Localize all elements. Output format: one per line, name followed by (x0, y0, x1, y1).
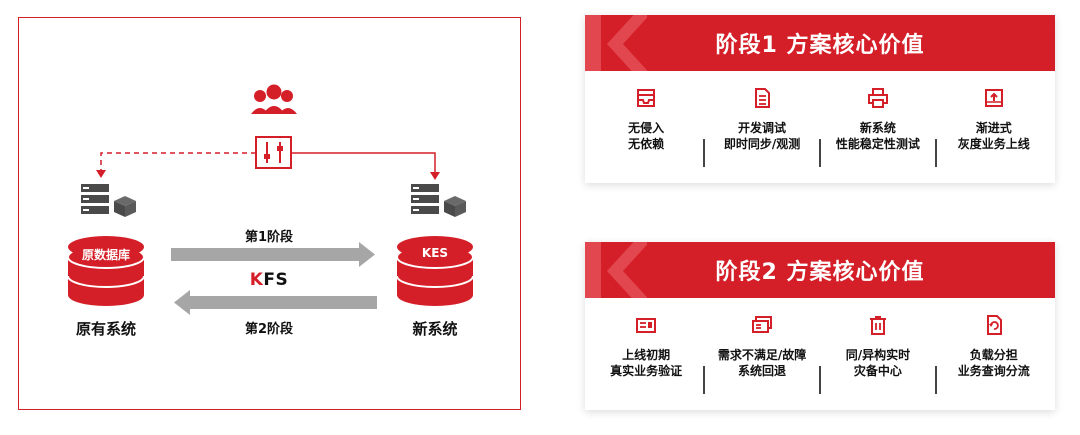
divider (935, 366, 937, 394)
item-line2: 灰度业务上线 (957, 137, 1030, 151)
item-line1: 渐进式 (975, 121, 1012, 135)
value-items: 无侵入 无依赖 开发调试 即时同步/观测 (585, 71, 1055, 181)
sync-control-icon (255, 136, 292, 169)
stage2-label: 第2阶段 (244, 322, 294, 337)
item-line1: 需求不满足/故障 (717, 348, 807, 362)
stage2-arrow (174, 290, 377, 315)
item-line2: 即时同步/观测 (723, 137, 801, 151)
panel-title: 阶段2 方案核心价值 (715, 260, 925, 285)
dashed-connector (96, 152, 256, 178)
diagram-graphics (67, 84, 474, 315)
new-server-icon (411, 184, 466, 217)
old-system-name: 原有系统 (75, 320, 136, 338)
item-line1: 同/异构实时 (845, 348, 911, 362)
old-db-label: 原数据库 (81, 248, 130, 262)
value-item: 无侵入 无依赖 (589, 87, 703, 152)
new-db-label: KES (421, 246, 449, 260)
divider (819, 366, 821, 394)
item-line1: 无侵入 (628, 121, 665, 135)
item-line1: 上线初期 (622, 348, 671, 362)
value-item: 同/异构实时 灾备中心 (821, 314, 935, 379)
new-database-icon (396, 236, 474, 306)
old-database-icon (67, 236, 145, 306)
value-items: 上线初期 真实业务验证 需求不满足/故障 系统回退 (585, 298, 1055, 408)
stage1-label: 第1阶段 (244, 230, 294, 245)
item-line1: 新系统 (859, 121, 896, 135)
value-item: 新系统 性能稳定性测试 (821, 87, 935, 152)
divider (935, 139, 937, 167)
value-item: 需求不满足/故障 系统回退 (705, 314, 819, 379)
item-line1: 负载分担 (969, 348, 1018, 362)
panel-title: 阶段1 方案核心价值 (715, 33, 925, 58)
item-line2: 性能稳定性测试 (835, 137, 920, 151)
kfs-k: K (249, 270, 264, 290)
cards-icon (752, 316, 773, 333)
k-chevron-icon (585, 15, 647, 71)
divider (703, 366, 705, 394)
value-item: 上线初期 真实业务验证 (589, 314, 703, 379)
value-item: 开发调试 即时同步/观测 (705, 87, 819, 152)
item-line2: 业务查询分流 (957, 364, 1030, 378)
item-line2: 系统回退 (738, 364, 787, 378)
inbox-icon (637, 89, 656, 107)
item-line1: 开发调试 (738, 121, 787, 135)
divider (703, 139, 705, 167)
kfs-logo: KFS (234, 270, 304, 290)
divider (819, 139, 821, 167)
value-item: 负载分担 业务查询分流 (937, 314, 1051, 379)
migration-diagram: 原数据库 KES 原有系统 新系统 第1阶段 第2阶段 KFS (18, 17, 521, 410)
refresh-doc-icon (986, 315, 1002, 335)
solid-connector (291, 152, 440, 180)
upload-box-icon (984, 89, 1003, 107)
trash-icon (869, 316, 886, 335)
new-system-name: 新系统 (412, 320, 458, 338)
panel-header: 阶段1 方案核心价值 (585, 15, 1055, 71)
card-icon (636, 318, 657, 333)
kfs-rest: FS (263, 270, 289, 290)
item-line2: 真实业务验证 (610, 364, 683, 378)
old-server-icon (81, 184, 136, 217)
item-line2: 无依赖 (628, 137, 665, 151)
item-line2: 灾备中心 (853, 364, 902, 378)
stage1-arrow (171, 242, 375, 267)
users-icon (251, 84, 297, 114)
document-icon (755, 88, 771, 108)
printer-icon (867, 88, 888, 108)
stage1-value-panel: 阶段1 方案核心价值 无侵入 无依赖 开发调试 即时同步/观 (585, 15, 1055, 183)
panel-header: 阶段2 方案核心价值 (585, 242, 1055, 298)
stage2-value-panel: 阶段2 方案核心价值 上线初期 真实业务验证 需求不满足/ (585, 242, 1055, 410)
k-chevron-icon (585, 242, 647, 298)
value-item: 渐进式 灰度业务上线 (937, 87, 1051, 152)
